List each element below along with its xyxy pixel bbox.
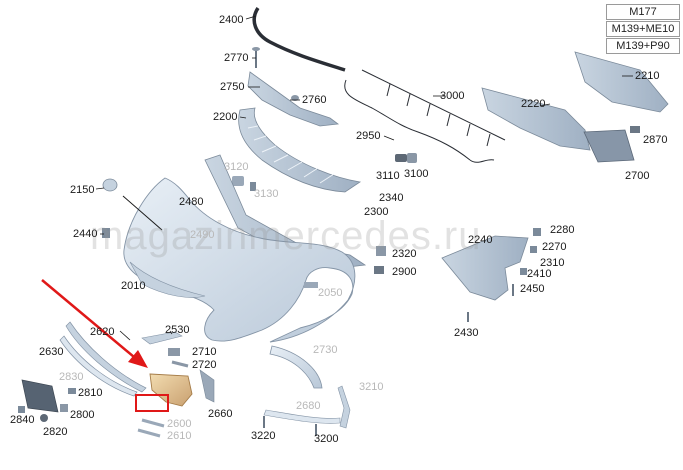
- label-2220: 2220: [521, 98, 546, 110]
- label-2450: 2450: [520, 283, 545, 295]
- label-2600: 2600: [167, 418, 192, 430]
- part-3120-clip: [232, 176, 256, 191]
- part-2840-clip: [18, 406, 25, 413]
- label-2720: 2720: [192, 359, 217, 371]
- label-3100: 3100: [404, 168, 429, 180]
- label-2610: 2610: [167, 430, 192, 442]
- part-2150-tow-cover: [102, 178, 118, 192]
- part-2750-bracket: [247, 71, 340, 127]
- part-2630-strip: [59, 335, 138, 397]
- label-2430: 2430: [454, 327, 479, 339]
- part-2200-support: [238, 107, 362, 193]
- label-3220: 3220: [251, 430, 276, 442]
- label-2700: 2700: [625, 170, 650, 182]
- part-2530-trim: [141, 331, 183, 345]
- label-2010: 2010: [121, 280, 146, 292]
- label-2660: 2660: [208, 408, 233, 420]
- part-2800-clip: [60, 404, 68, 412]
- label-2240: 2240: [468, 234, 493, 246]
- part-2810-clip: [68, 388, 76, 394]
- part-2280-clips: [512, 228, 541, 296]
- label-2320: 2320: [392, 248, 417, 260]
- label-2270: 2270: [542, 241, 567, 253]
- label-2410: 2410: [527, 268, 552, 280]
- label-3000: 3000: [440, 90, 465, 102]
- leader-lines: [95, 15, 633, 341]
- label-2750: 2750: [220, 81, 245, 93]
- part-2820-nut: [40, 414, 48, 422]
- part-3000-harness: [344, 69, 506, 163]
- part-2600-strip: [141, 418, 165, 428]
- part-2900-sensor: [374, 266, 384, 274]
- part-2220-absorber: [481, 87, 591, 151]
- label-2300: 2300: [364, 206, 389, 218]
- part-3100-sensor: [395, 153, 417, 163]
- label-2820: 2820: [43, 426, 68, 438]
- part-2200-ribs: [247, 125, 335, 184]
- label-3130: 3130: [254, 188, 279, 200]
- part-2620-strip: [65, 321, 147, 393]
- part-2830-grille: [21, 379, 59, 413]
- part-2210-absorber: [574, 51, 669, 113]
- part-2710-clip: [168, 348, 180, 356]
- label-2480: 2480: [179, 196, 204, 208]
- part-2010-lower-lip: [129, 261, 206, 298]
- label-3120: 3120: [224, 161, 249, 173]
- part-2050-trim: [304, 282, 318, 288]
- part-2770-screw: [252, 47, 260, 68]
- label-3200: 3200: [314, 433, 339, 445]
- part-2870-bolt: [630, 126, 640, 133]
- highlight-box-2550: [135, 394, 169, 412]
- part-3210-trim: [337, 385, 351, 429]
- label-2760: 2760: [302, 94, 327, 106]
- leader-2150: [122, 195, 163, 231]
- label-2400: 2400: [219, 14, 244, 26]
- part-2610-strip: [137, 428, 161, 438]
- part-2720-trim: [171, 360, 189, 368]
- label-2620: 2620: [90, 326, 115, 338]
- label-2200: 2200: [213, 111, 238, 123]
- part-2700-grille: [583, 129, 635, 163]
- label-2950: 2950: [356, 130, 381, 142]
- label-2310: 2310: [540, 257, 565, 269]
- label-2710: 2710: [192, 346, 217, 358]
- label-2870: 2870: [643, 134, 668, 146]
- label-2800: 2800: [70, 409, 95, 421]
- part-2550-cover: [149, 373, 193, 407]
- part-2660-trim: [199, 369, 215, 403]
- label-2530: 2530: [165, 324, 190, 336]
- model-box-m139-p90: M139+P90: [606, 38, 680, 54]
- watermark: magazinmercedes.ru: [90, 214, 482, 258]
- label-2440: 2440: [73, 228, 98, 240]
- part-2760-clip: [291, 95, 299, 101]
- label-2630: 2630: [39, 346, 64, 358]
- label-2770: 2770: [224, 52, 249, 64]
- label-2900: 2900: [392, 266, 417, 278]
- label-2340: 2340: [379, 192, 404, 204]
- label-2150: 2150: [70, 184, 95, 196]
- label-2840: 2840: [10, 414, 35, 426]
- label-3110: 3110: [376, 170, 400, 182]
- label-2680: 2680: [296, 400, 321, 412]
- part-2730-trim: [269, 345, 323, 389]
- label-2730: 2730: [313, 344, 338, 356]
- part-2400-seal: [252, 7, 346, 72]
- part-2320-sensor: [376, 246, 386, 256]
- model-box-m177: M177: [606, 4, 680, 20]
- label-2830: 2830: [59, 371, 84, 383]
- model-box-m139-me10: M139+ME10: [606, 21, 680, 37]
- label-2810: 2810: [78, 387, 103, 399]
- label-3210: 3210: [359, 381, 384, 393]
- label-2210: 2210: [635, 70, 660, 82]
- label-2280: 2280: [550, 224, 575, 236]
- red-arrow: [41, 279, 148, 368]
- part-2440-clip: [102, 228, 110, 238]
- part-2240-bracket: [441, 235, 529, 301]
- label-2490: 2490: [190, 229, 215, 241]
- label-2050: 2050: [318, 287, 343, 299]
- part-2680-strip: [263, 409, 341, 424]
